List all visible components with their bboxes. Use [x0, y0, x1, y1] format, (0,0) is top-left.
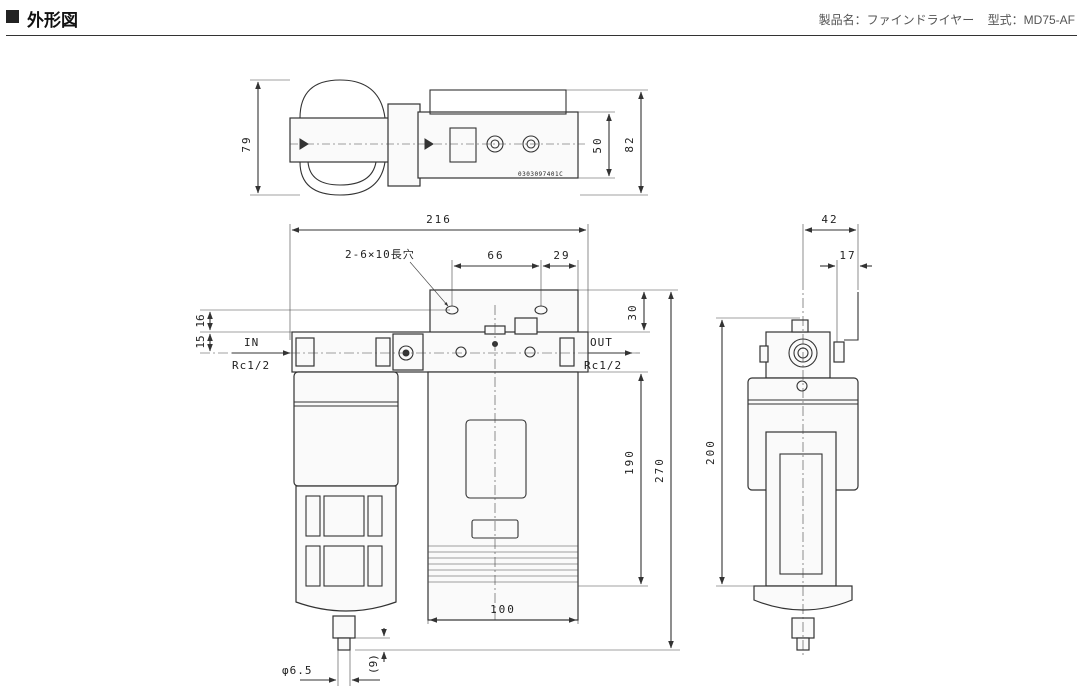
- dim-bracket-height: 30: [626, 303, 639, 320]
- dim-port-offset-b: 15: [194, 335, 207, 348]
- top-flow-arrow-icon: [299, 138, 309, 150]
- dim-port-offset-a: 16: [194, 314, 207, 327]
- dryer-window: [465, 419, 527, 499]
- model-name: MD75-AF: [1023, 13, 1075, 27]
- header: 外形図 製品名：ファインドライヤー 型式：MD75-AF: [0, 0, 1083, 36]
- top-right-block: [417, 111, 579, 179]
- header-rule: [6, 35, 1077, 36]
- top-nipple: [514, 317, 538, 335]
- side-bracket: [844, 292, 859, 341]
- dim-overall-height: 270: [653, 457, 666, 483]
- front-clamp: [392, 333, 424, 371]
- drain-nipple: [337, 637, 351, 651]
- dryer-body: [427, 371, 579, 621]
- in-thread: Rc1/2: [232, 359, 270, 372]
- slot-note: 2-6×10長穴: [345, 247, 415, 261]
- dim-drain-dia: φ6.5: [282, 664, 313, 677]
- top-port-right: [522, 135, 540, 153]
- front-view: [200, 289, 640, 651]
- top-view: 0303097401C: [289, 79, 585, 196]
- side-dryer-body: [765, 431, 837, 587]
- side-window: [779, 453, 823, 575]
- out-thread: Rc1/2: [584, 359, 622, 372]
- product-name: ファインドライヤー: [866, 13, 975, 27]
- front-view-dims: 216 2-6×10長穴 66 29 30 16 15 190 270 100: [194, 213, 680, 686]
- model-label: 型式：: [987, 13, 1024, 27]
- title-square-icon: [6, 10, 19, 23]
- top-bracket: [429, 89, 567, 115]
- out-label: OUT: [590, 336, 613, 349]
- product-label: 製品名：: [818, 13, 867, 27]
- top-flow-arrow-icon-2: [424, 138, 434, 150]
- top-view-dims: 79 50 82: [240, 79, 648, 196]
- top-clamp: [387, 103, 421, 187]
- svg-text:0303097401C: 0303097401C: [518, 171, 563, 178]
- dim-slot-offset: 29: [553, 249, 570, 262]
- top-bowl-arc-lower: [299, 161, 386, 196]
- top-left-block: [289, 117, 391, 163]
- dim-side-height: 200: [704, 439, 717, 465]
- dim-side-offset: 17: [839, 249, 856, 262]
- dryer-label-plate: [471, 519, 519, 539]
- side-bowl: [753, 585, 853, 611]
- filter-bowl: [295, 485, 397, 612]
- in-label: IN: [244, 336, 259, 349]
- dim-bottom-width: 100: [490, 603, 516, 616]
- dim-overall-width: 216: [426, 213, 452, 226]
- filter-upper-body: [293, 371, 399, 487]
- dim-top-height-left: 79: [240, 135, 253, 152]
- port-labels: IN Rc1/2 OUT Rc1/2: [232, 336, 633, 372]
- dim-side-width: 42: [821, 213, 838, 226]
- top-bowl-arc-lower-inner: [307, 161, 377, 186]
- side-view: [747, 280, 859, 655]
- top-bowl-arc-upper: [299, 79, 386, 119]
- dim-drain-len: (9): [367, 654, 380, 674]
- dim-top-height-right: 82: [623, 135, 636, 152]
- outline-drawing: 0303097401C 79 50 82: [194, 79, 872, 686]
- dryer-fins: [428, 545, 578, 583]
- dim-slot-pitch: 66: [487, 249, 504, 262]
- port-block: [291, 331, 589, 373]
- dim-top-width-inner: 50: [591, 136, 604, 153]
- top-window: [449, 127, 477, 163]
- product-meta: 製品名：ファインドライヤー 型式：MD75-AF: [819, 11, 1075, 28]
- drain-cock: [332, 615, 356, 639]
- page-title: 外形図: [27, 11, 78, 30]
- dim-body-height: 190: [623, 449, 636, 475]
- side-view-dims: 42 17 200: [704, 213, 872, 587]
